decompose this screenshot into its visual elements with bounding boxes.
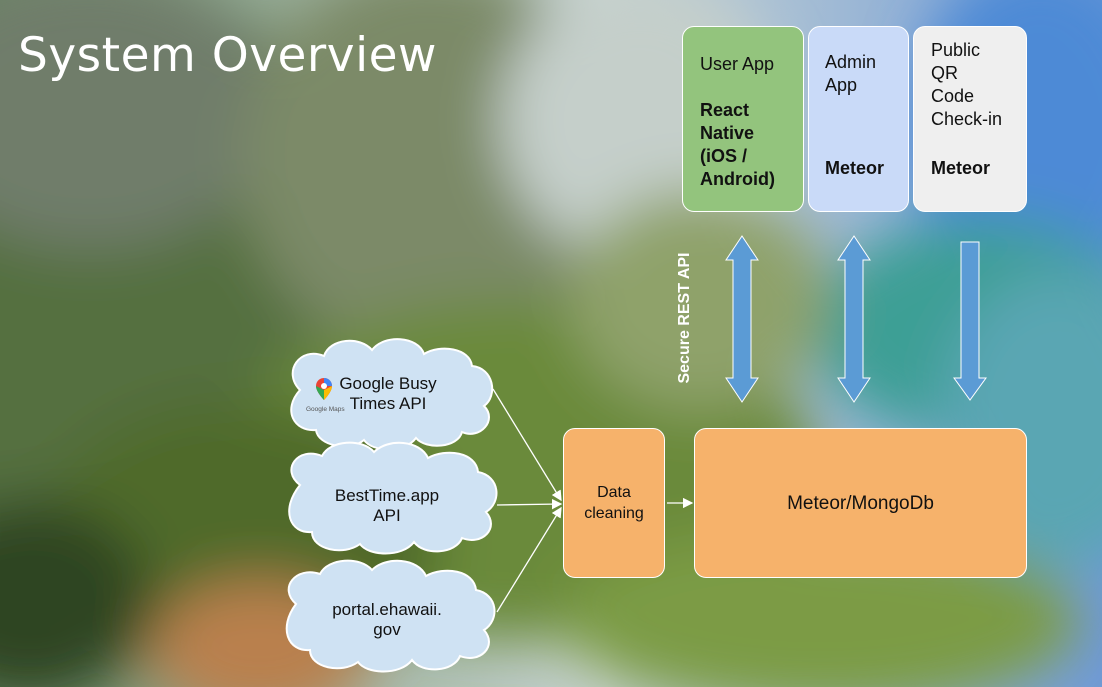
user-app-tech-line: Android) <box>700 169 775 189</box>
down-arrow-public-app <box>953 241 987 401</box>
data-cleaning-line: cleaning <box>584 505 644 522</box>
public-app-name-line: Public <box>931 40 981 60</box>
google-source-line: Google Busy <box>339 374 437 393</box>
public-app-name-line: Check-in <box>931 109 1003 129</box>
google-source-line: Times API <box>349 394 427 413</box>
besttime-source-line: BestTime.app <box>334 486 440 505</box>
user-app-tech-line: Native <box>700 123 755 143</box>
ehawaii-source-line: gov <box>373 620 401 639</box>
user-app-name: User App <box>700 54 775 74</box>
ehawaii-source-line: portal.ehawaii. <box>332 600 442 619</box>
besttime-source-line: API <box>373 506 401 525</box>
data-cleaning-box: Data cleaning <box>563 428 665 578</box>
public-checkin-box: Public QR Code Check-in Meteor <box>913 26 1027 212</box>
connector-besttime-to-cleaning <box>496 498 563 510</box>
page-title: System Overview <box>18 28 437 83</box>
google-source-label: Google Busy Times API <box>336 374 440 414</box>
user-app-tech-line: React <box>700 100 750 120</box>
public-app-tech: Meteor <box>931 158 991 178</box>
ehawaii-source-label: portal.ehawaii. gov <box>316 600 458 640</box>
cloud-ehawaii <box>285 559 496 673</box>
connector-ehawaii-to-cleaning <box>496 506 562 613</box>
double-arrow-user-app <box>725 235 759 403</box>
user-app-box: User App React Native (iOS / Android) <box>682 26 804 212</box>
double-arrow-admin-app <box>837 235 871 403</box>
google-maps-icon <box>316 378 332 400</box>
cloud-besttime <box>288 441 498 555</box>
user-app-tech-line: (iOS / <box>700 146 748 166</box>
rest-api-label-text: Secure REST API <box>676 252 693 384</box>
google-maps-logo-text: Google Maps <box>306 406 345 413</box>
besttime-source-label: BestTime.app API <box>322 486 452 526</box>
database-label: Meteor/MongoDb <box>787 492 934 514</box>
connector-google-to-cleaning <box>492 388 562 502</box>
admin-app-name-line: Admin <box>825 52 877 72</box>
admin-app-tech: Meteor <box>825 158 885 178</box>
database-box: Meteor/MongoDb <box>694 428 1027 578</box>
admin-app-name-line: App <box>825 75 858 95</box>
public-app-name-line: QR <box>931 63 958 83</box>
admin-app-box: Admin App Meteor <box>808 26 909 212</box>
data-cleaning-line: Data <box>597 484 631 501</box>
public-app-name-line: Code <box>931 86 975 106</box>
